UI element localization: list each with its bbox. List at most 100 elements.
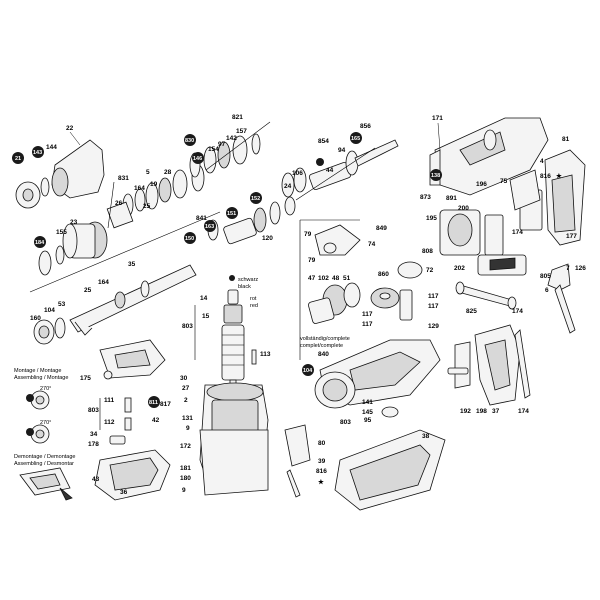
label-192: 192 — [460, 408, 471, 415]
label-181: 181 — [180, 465, 191, 472]
label-803a: 803 — [182, 323, 193, 330]
badge-146-text: 146 — [193, 156, 202, 162]
terminal-block — [284, 424, 311, 498]
label-849: 849 — [376, 225, 387, 232]
label-79a: 79 — [304, 231, 312, 238]
badge-152 — [250, 192, 262, 204]
label-117b: 117 — [428, 303, 439, 310]
badge-830 — [184, 134, 196, 146]
label-28: 28 — [164, 169, 172, 176]
label-175: 175 — [80, 375, 91, 382]
label-854: 854 — [318, 138, 329, 145]
spring-ring — [38, 250, 52, 276]
badge-104 — [302, 364, 314, 376]
label-44: 44 — [326, 167, 334, 174]
gear-group — [370, 261, 423, 321]
label-47: 47 — [308, 275, 316, 282]
label-202: 202 — [454, 265, 465, 272]
cover-849 — [314, 224, 361, 256]
badge-151 — [226, 207, 238, 219]
label-172: 172 — [180, 443, 191, 450]
piston-group: 150 163 151 152 — [184, 192, 296, 245]
clutch-group — [106, 164, 205, 229]
label-816b: 816 — [316, 468, 327, 475]
label-145: 145 — [362, 409, 373, 416]
knob-group — [547, 263, 576, 334]
badge-138-text: 138 — [431, 173, 440, 179]
label-803b: 803 — [88, 407, 99, 414]
label-196: 196 — [476, 181, 487, 188]
label-97: 97 — [218, 141, 226, 148]
label-74: 74 — [368, 241, 376, 248]
rod-group — [455, 281, 517, 310]
front-cap-opening — [51, 167, 69, 197]
label-142: 142 — [226, 135, 237, 142]
label-831a: 831 — [118, 175, 129, 182]
label-schwarz: schwarz — [238, 277, 258, 283]
badge-811 — [148, 396, 160, 408]
label-120: 120 — [262, 235, 273, 242]
label-53: 53 — [58, 301, 66, 308]
label-821: 821 — [232, 114, 243, 121]
label-841: 841 — [196, 215, 207, 222]
label-164b: 164 — [98, 279, 109, 286]
label-montage2: Assembling / Montage — [14, 375, 68, 381]
stator-housing — [199, 382, 269, 496]
badge-146 — [192, 152, 204, 164]
label-856: 856 — [360, 123, 371, 130]
impact-group: 165 — [281, 132, 399, 198]
label-174b: 174 — [512, 308, 523, 315]
label-75: 75 — [500, 178, 508, 185]
label-195: 195 — [426, 215, 437, 222]
label-817: 817 — [160, 401, 171, 408]
badge-21 — [12, 152, 24, 164]
label-7: 7 — [566, 265, 570, 272]
rear-handle — [509, 149, 586, 246]
armature — [221, 289, 245, 393]
label-860: 860 — [378, 271, 389, 278]
label-144: 144 — [46, 144, 57, 151]
crank-group — [308, 282, 361, 324]
brush-holder — [99, 339, 166, 380]
motor-switch-group — [439, 209, 527, 276]
label-26: 26 — [115, 200, 123, 207]
label-39: 39 — [318, 458, 326, 465]
badge-163 — [204, 220, 216, 232]
label-5: 5 — [146, 169, 150, 176]
label-106: 106 — [292, 170, 303, 177]
label-34: 34 — [90, 431, 98, 438]
label-9b: 9 — [182, 487, 186, 494]
label-164a: 164 — [134, 185, 145, 192]
top-housing — [434, 117, 549, 196]
badge-830-text: 830 — [185, 138, 194, 144]
badge-184-text: 184 — [35, 240, 45, 246]
label-23: 23 — [70, 219, 78, 226]
label-117c: 117 — [362, 311, 373, 318]
badge-165 — [350, 132, 362, 144]
label-36: 36 — [120, 489, 128, 496]
badge-184 — [34, 236, 46, 248]
label-80: 80 — [318, 440, 326, 447]
label-825: 825 — [466, 308, 477, 315]
label-35: 35 — [128, 261, 136, 268]
switch-assembly — [447, 324, 531, 406]
label-180: 180 — [180, 475, 191, 482]
label-131: 131 — [182, 415, 193, 422]
label-129: 129 — [428, 323, 439, 330]
label-black: black — [238, 284, 251, 290]
badges-top-left: 21 143 — [12, 146, 44, 164]
label-30: 30 — [180, 375, 188, 382]
label-891: 891 — [446, 195, 457, 202]
label-154: 154 — [208, 146, 219, 153]
label-48: 48 — [332, 275, 340, 282]
label-155: 155 — [56, 229, 67, 236]
label-94: 94 — [338, 147, 346, 154]
label-montage1: Montage / Montage — [14, 368, 61, 374]
label-141: 141 — [362, 399, 373, 406]
striker-group: 830 146 — [184, 133, 261, 178]
label-rot: rot — [250, 296, 257, 302]
badge-104-text: 104 — [303, 368, 313, 374]
motor-housing-top — [429, 117, 549, 196]
label-demontage2: Assembling / Desmontar — [14, 461, 74, 467]
